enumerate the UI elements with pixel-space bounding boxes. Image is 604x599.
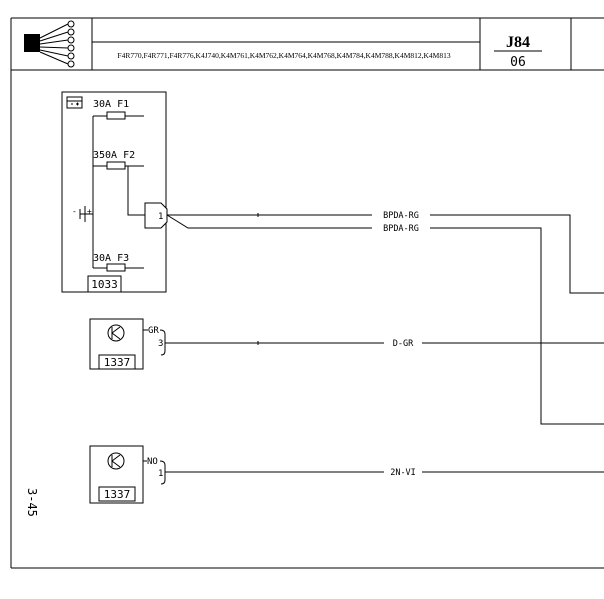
sensor-b-id: 1337 <box>104 488 131 501</box>
sensor-b-icon <box>107 452 125 470</box>
wire-bpda-rg-2: BPDA-RG <box>166 214 604 425</box>
sensor-a-connector-code: GR <box>148 326 159 336</box>
wire-label-d-gr: D-GR <box>393 339 414 349</box>
battery-icon: - + <box>72 206 93 222</box>
fuse-f1-icon <box>106 111 126 120</box>
fuse-box-connector <box>144 202 168 229</box>
fuse-box-connector-pin: 1 <box>158 212 163 222</box>
svg-text:+: + <box>87 207 92 216</box>
wire-d-gr: D-GR <box>165 338 604 349</box>
fuse-f1-label: 30A F1 <box>93 99 129 110</box>
fuse-box-id-frame <box>87 275 122 293</box>
wire-label-bpda-rg-2: BPDA-RG <box>383 224 419 234</box>
fuse-f3-icon <box>106 263 126 272</box>
fuse-box-icon <box>66 96 83 109</box>
engine-codes: F4R770,F4R771,F4R776,K4J740,K4M761,K4M76… <box>117 51 450 60</box>
sheet-code: J84 <box>506 34 530 51</box>
wire-bpda-rg-1: BPDA-RG <box>167 210 604 294</box>
sensor-b-pin: 1 <box>158 469 163 479</box>
fuse-f2-to-connector <box>125 165 145 216</box>
wire-label-2n-vi: 2N-VI <box>390 468 416 478</box>
sensor-b-connector-code: NO <box>147 457 158 467</box>
sensor-b-1337: 1337 NO 1 <box>89 445 166 504</box>
page-reference: 3-45 <box>25 488 39 517</box>
fuse-f2-icon <box>106 161 126 170</box>
svg-text:-: - <box>72 207 77 216</box>
sensor-a-1337: 1337 GR 3 <box>89 318 166 370</box>
sensor-a-icon <box>107 324 125 342</box>
fuse-f3-label: 30A F3 <box>93 253 129 264</box>
fuse-f2-label: 350A F2 <box>93 150 135 161</box>
wire-label-bpda-rg-1: BPDA-RG <box>383 211 419 221</box>
sensor-a-pin: 3 <box>158 339 163 349</box>
sensor-a-id: 1337 <box>104 356 131 369</box>
connector-logo-icon <box>24 20 75 68</box>
fuse-box-1033: 1033 30A F1 350A F2 30A F3 - + <box>61 91 168 293</box>
header: F4R770,F4R771,F4R776,K4J740,K4M761,K4M76… <box>24 18 572 70</box>
wire-2n-vi: 2N-VI <box>165 467 604 478</box>
sheet-number: 06 <box>510 55 526 70</box>
fuse-box-id: 1033 <box>91 278 118 291</box>
